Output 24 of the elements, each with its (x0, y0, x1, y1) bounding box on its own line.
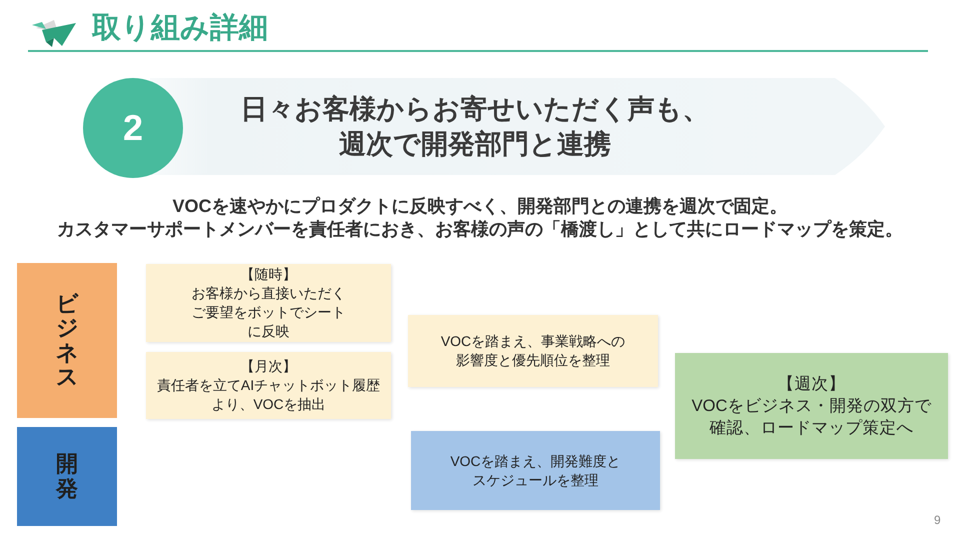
page-title: 取り組み詳細 (92, 11, 268, 46)
description-text: VOCを速やかにプロダクトに反映すべく、開発部門との連携を週次で固定。 (171, 195, 788, 218)
box-text: VOCを踏まえ、事業戦略への影響度と優先順位を整理 (440, 332, 626, 370)
info-box (411, 431, 660, 510)
box-text: 責任者を立てAIチャットボット履歴より、VOCを抽出 (156, 376, 382, 414)
step-number: 2 (122, 110, 144, 146)
category-label: ビジネス (56, 292, 78, 389)
box-heading: 【月次】 (240, 357, 296, 376)
box-heading: 【随時】 (240, 265, 296, 284)
page-number: 9 (934, 512, 941, 529)
info-box (408, 315, 658, 387)
box-text: VOCをビジネス・開発の双方で確認、ロードマップ策定へ (690, 396, 932, 440)
category-box (17, 263, 117, 418)
info-box (146, 264, 391, 342)
info-box (675, 353, 948, 459)
headline-text: 日々お客様からお寄せいただく声も、週次で開発部門と連携 (240, 92, 710, 160)
info-box (146, 352, 391, 419)
headline-banner (150, 78, 885, 175)
box-text: VOCを踏まえ、開発難度とスケジュールを整理 (449, 452, 622, 490)
category-box (17, 427, 117, 526)
category-label: 開発 (56, 452, 78, 501)
box-text: お客様から直接いただくご要望をボットでシートに反映 (190, 284, 346, 341)
box-heading: 【週次】 (778, 374, 846, 395)
description-text: カスタマーサポートメンバーを責任者におき、お客様の声の「橋渡し」として共にロードマップを策定。 (56, 218, 904, 241)
